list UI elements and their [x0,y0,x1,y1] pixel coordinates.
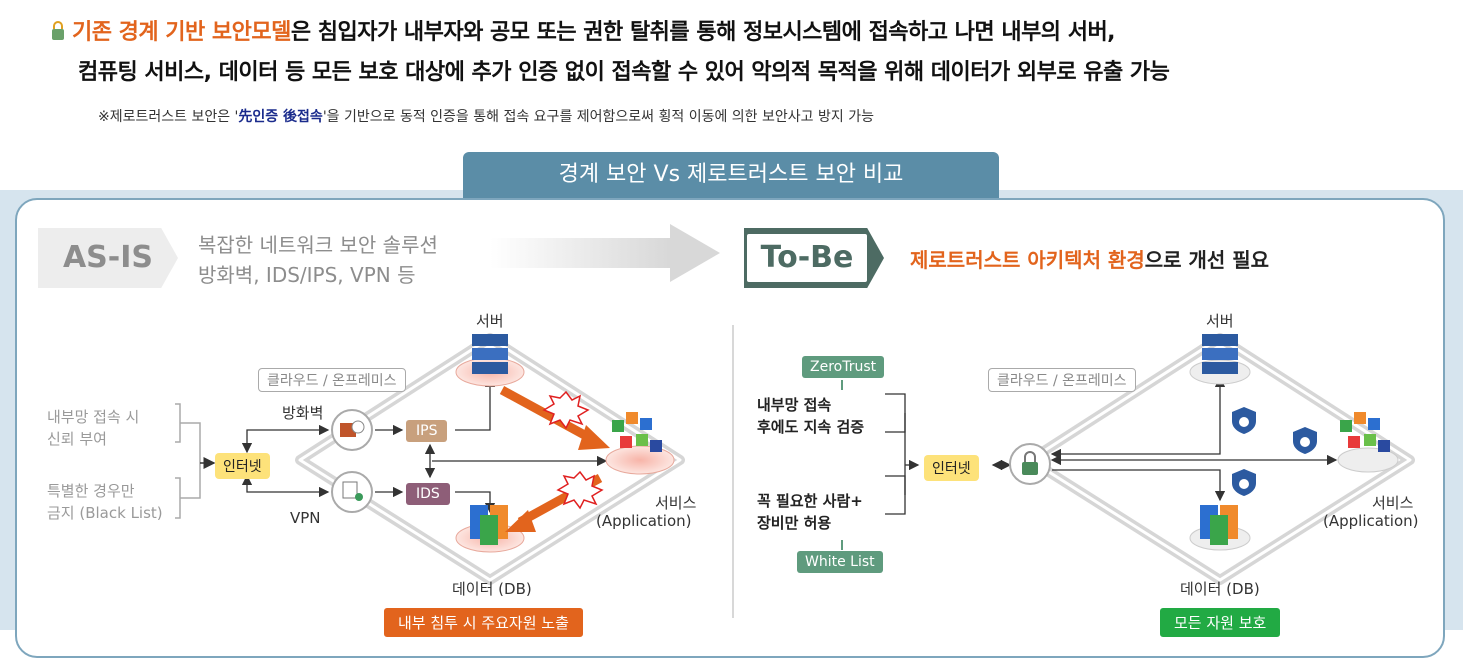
tobe-note-verify: 내부망 접속 후에도 지속 검증 [757,394,864,438]
asis-brackets [175,403,216,519]
asis-line-1: 복잡한 네트워크 보안 솔루션 [198,233,438,257]
tobe-service-app-label: (Application) [1323,512,1419,530]
asis-description: 복잡한 네트워크 보안 솔루션 방화벽, IDS/IPS, VPN 등 [198,230,438,290]
asis-connectors [241,376,608,514]
ips-box: IPS [406,420,448,442]
header-line-2: 컴퓨팅 서비스, 데이터 등 모든 보호 대상에 추가 인증 없이 접속할 수 … [78,60,1170,85]
asis-note-trust: 내부망 접속 시 신뢰 부여 [47,406,139,450]
tobe-note-verify-b: 후에도 지속 검증 [757,418,865,436]
tobe-headline-highlight: 제로트러스트 아키텍처 환경 [910,248,1145,272]
transition-arrow [490,224,720,282]
asis-service-label: 서비스 [655,494,697,512]
zero-trust-note: ※제로트러스트 보안은 '先인증 後접속'을 기반으로 동적 인증을 통해 접속… [98,106,874,126]
zerotrust-tag: ZeroTrust [802,356,885,378]
tobe-connectors [885,376,1338,515]
panel-title: 경계 보안 Vs 제로트러스트 보안 비교 [463,152,999,198]
to-be-tag: To-Be [744,228,884,288]
asis-note-blacklist-a: 특별한 경우만 [47,482,135,500]
whitelist-tag: White List [797,551,883,573]
tobe-note-whitelist-b: 장비만 허용 [757,514,832,532]
lock-icon [1009,443,1051,485]
tobe-protect-badge: 모든 자원 보호 [1160,608,1281,637]
note-highlight: 先인증 後접속 [238,109,323,125]
tobe-data-label: 데이터 (DB) [1180,580,1260,598]
asis-service-app-label: (Application) [596,512,692,530]
tobe-note-whitelist: 꼭 필요한 사람+ 장비만 허용 [757,490,863,534]
as-is-tag: AS-IS [38,228,178,288]
tobe-internet-box: 인터넷 [924,455,979,481]
lock-bullet-icon [50,21,66,41]
note-suffix: '을 기반으로 동적 인증을 통해 접속 요구를 제어함으로써 횡적 이동에 의… [322,109,874,125]
asis-note-blacklist-b: 금지 (Black List) [47,504,163,522]
asis-internet-box: 인터넷 [215,453,270,479]
tobe-database-icon [1189,505,1251,551]
asis-server-label: 서버 [476,312,504,330]
tobe-service-icon [1337,412,1399,473]
asis-service-icon [605,412,675,475]
header-highlight: 기존 경계 기반 보안모델 [72,20,291,45]
vpn-icon [331,471,373,513]
tobe-headline: 제로트러스트 아키텍처 환경으로 개선 필요 [910,244,1269,273]
note-prefix: ※제로트러스트 보안은 ' [98,109,239,125]
ids-box: IDS [406,483,450,505]
firewall-label: 방화벽 [282,404,324,422]
asis-cloud-label: 클라우드 / 온프레미스 [258,368,406,392]
asis-note-trust-a: 내부망 접속 시 [47,408,140,426]
asis-line-2: 방화벽, IDS/IPS, VPN 등 [198,263,416,287]
tobe-service-label: 서비스 [1372,494,1414,512]
shield-icon [1232,407,1317,496]
tobe-cloud-label: 클라우드 / 온프레미스 [988,368,1136,392]
tobe-server-label: 서버 [1206,312,1234,330]
tobe-note-whitelist-a: 꼭 필요한 사람+ [757,492,863,510]
firewall-icon [331,409,373,451]
header-line-1-text: 은 침입자가 내부자와 공모 또는 권한 탈취를 통해 정보시스템에 접속하고 … [290,20,1116,45]
asis-data-label: 데이터 (DB) [452,580,532,598]
tobe-headline-rest: 으로 개선 필요 [1144,248,1270,272]
to-be-tag-text: To-Be [747,234,867,282]
attack-arrows [499,386,610,532]
asis-server-icon [455,334,525,387]
header-line-1: 기존 경계 기반 보안모델은 침입자가 내부자와 공모 또는 권한 탈취를 통해… [50,14,1116,46]
asis-note-trust-b: 신뢰 부여 [47,430,107,448]
tobe-server-icon [1189,334,1251,385]
tobe-note-verify-a: 내부망 접속 [757,396,832,414]
asis-note-blacklist: 특별한 경우만 금지 (Black List) [47,480,163,524]
asis-risk-badge: 내부 침투 시 주요자원 노출 [384,608,583,637]
vpn-label: VPN [290,509,321,527]
